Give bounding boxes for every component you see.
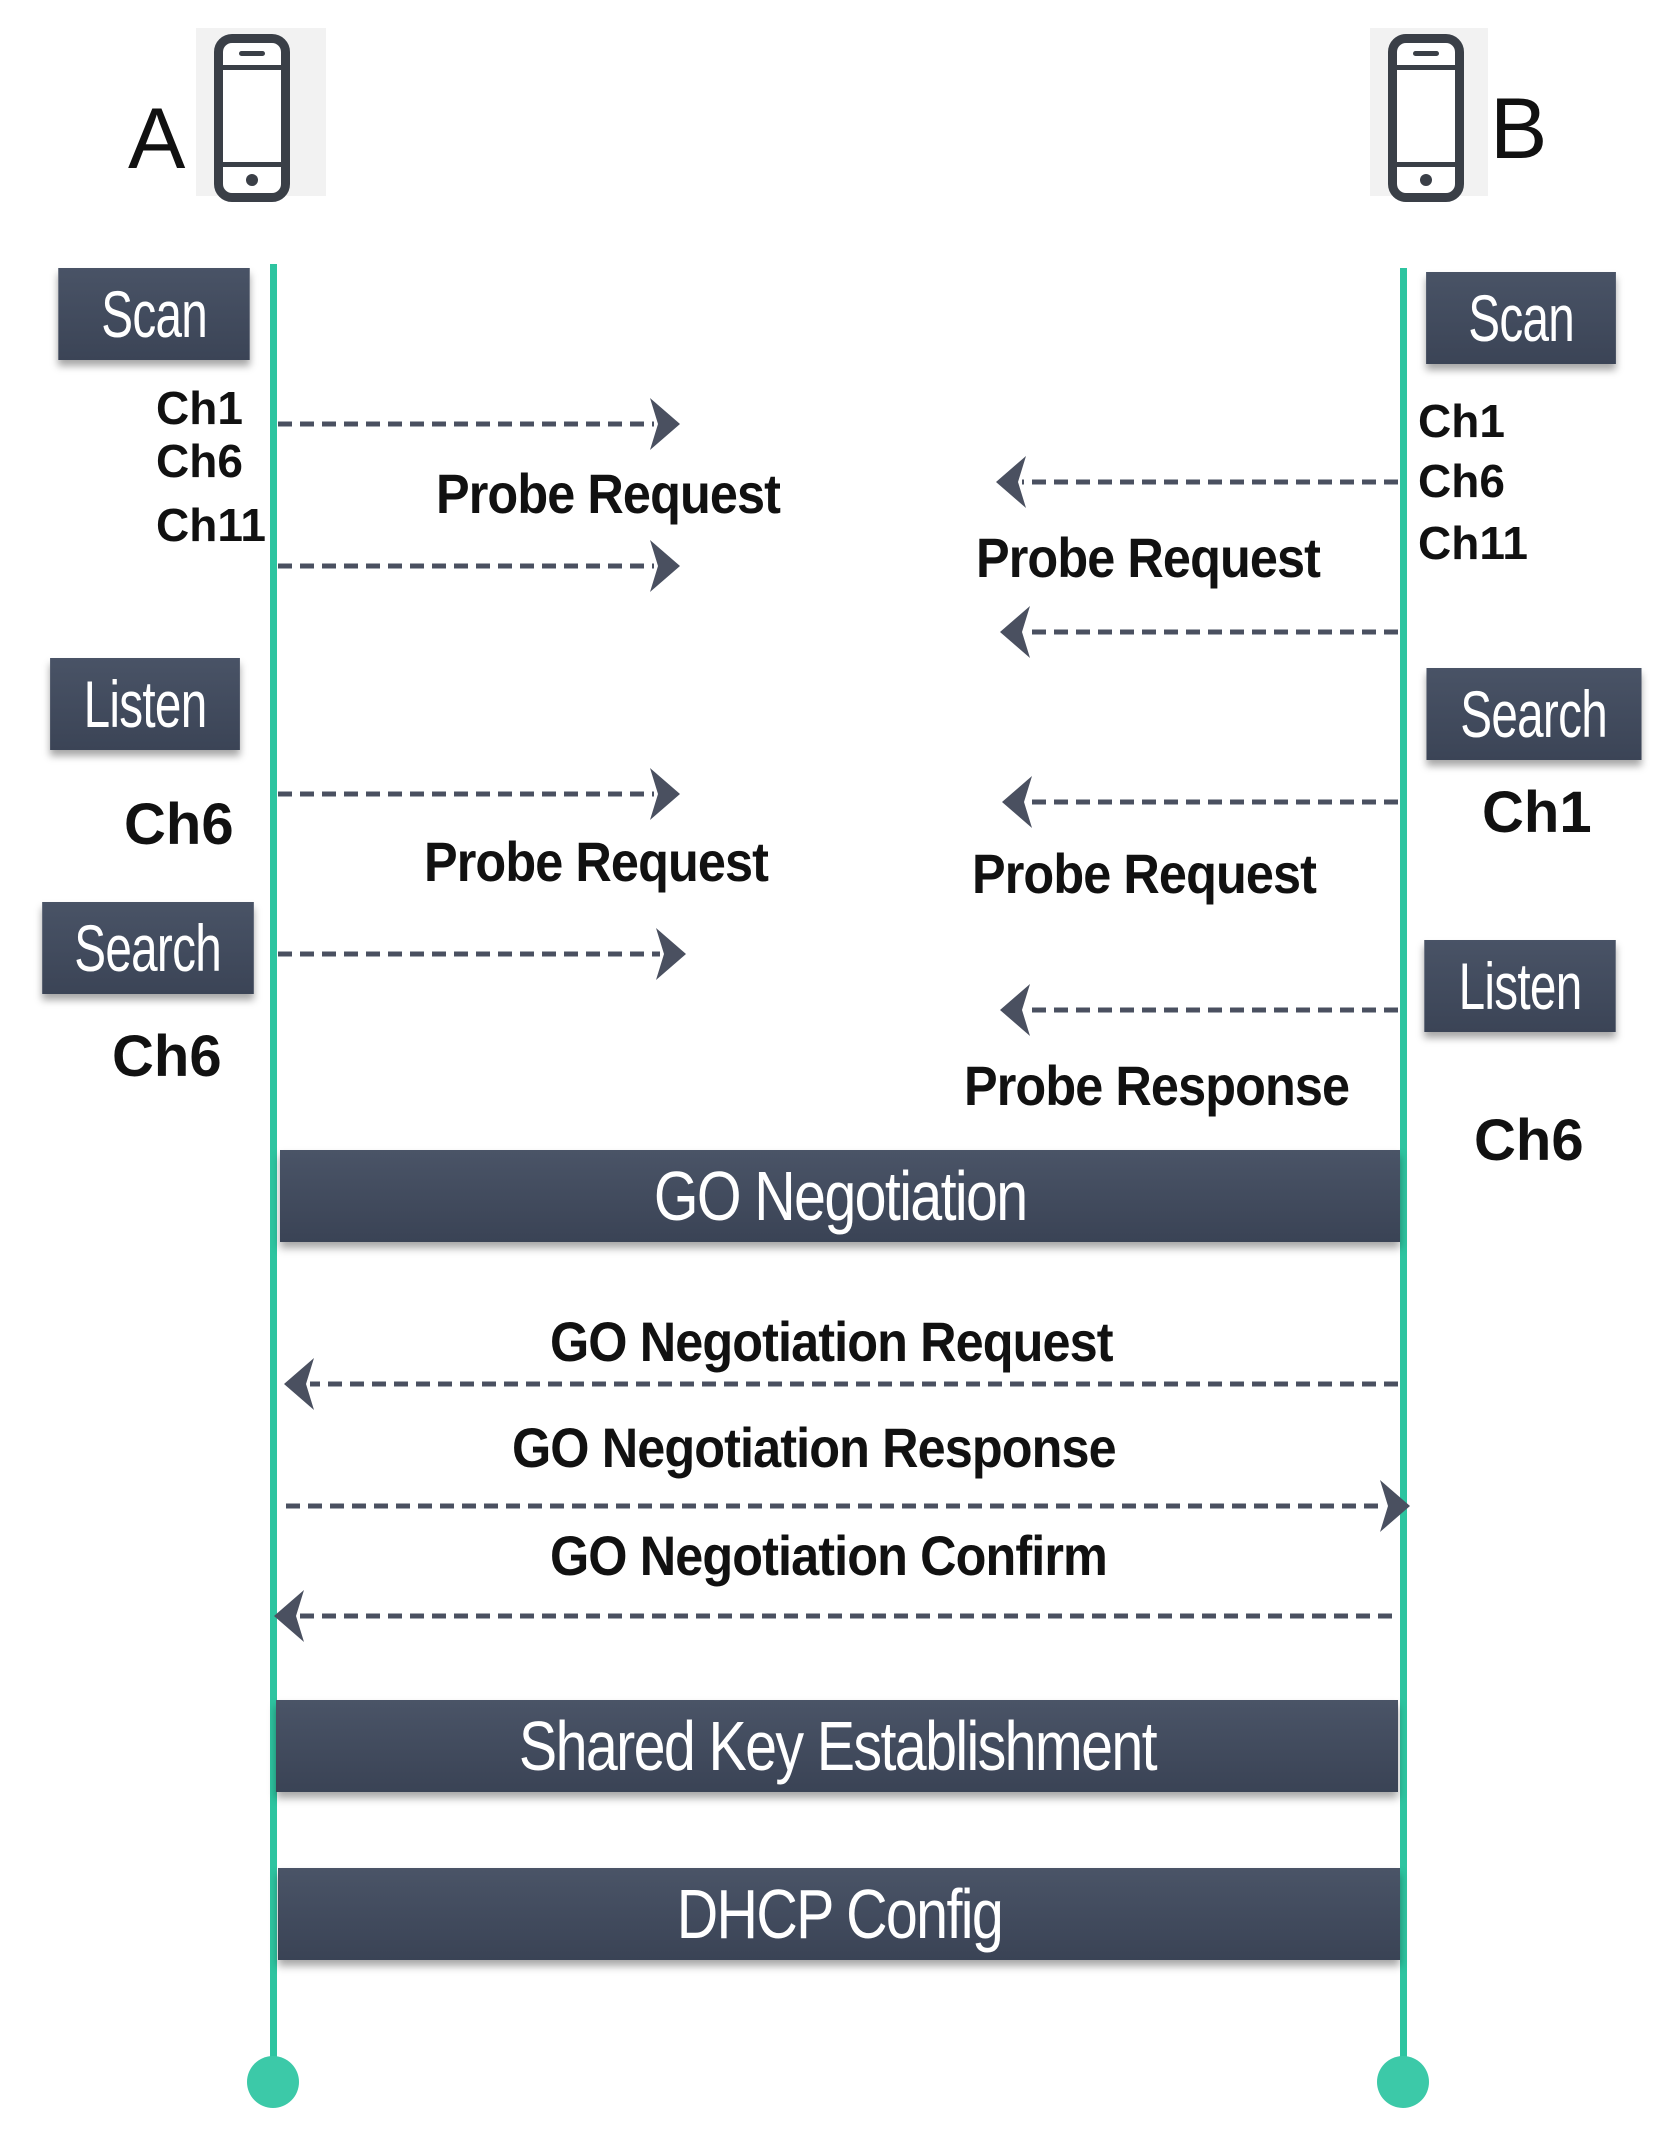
a-scan-box: Scan (58, 268, 250, 360)
go-confirm-label: GO Negotiation Confirm (550, 1524, 1108, 1587)
a-scan-ch11: Ch11 (156, 499, 266, 551)
arrow-go-response-head (1380, 1480, 1410, 1532)
a-scan-probe-label: Probe Request (436, 462, 781, 525)
lifeline-b (1400, 268, 1407, 2072)
device-b-label: B (1490, 81, 1548, 177)
b-listen-box: Listen (1424, 940, 1616, 1032)
arrow-a-scan-2-head (650, 540, 680, 592)
b-search-channel: Ch1 (1482, 780, 1592, 845)
b-scan-ch11: Ch11 (1418, 517, 1528, 569)
a-scan-ch1: Ch1 (156, 382, 243, 434)
a-search-box: Search (42, 902, 254, 994)
arrow-a-scan-1-head (650, 398, 680, 450)
probe-response-label: Probe Response (964, 1054, 1350, 1117)
arrow-b-search-head (1002, 776, 1032, 828)
arrow-go-request-head (284, 1358, 314, 1410)
a-listen-channel: Ch6 (124, 792, 234, 857)
shared-key-bar: Shared Key Establishment (276, 1700, 1398, 1792)
lifeline-b-end (1377, 2056, 1429, 2108)
device-a-phone (196, 28, 326, 202)
go-response-label: GO Negotiation Response (512, 1416, 1117, 1479)
lifeline-a-end (247, 2056, 299, 2108)
b-scan-ch1: Ch1 (1418, 395, 1505, 447)
go-request-label: GO Negotiation Request (550, 1310, 1114, 1373)
a-listen-box: Listen (50, 658, 240, 750)
a-search-channel: Ch6 (112, 1024, 222, 1089)
device-a-label: A (128, 91, 186, 187)
phone-icon (1388, 34, 1464, 202)
arrow-a-search-head (656, 928, 686, 980)
b-search-box: Search (1426, 668, 1642, 760)
lifeline-a (270, 264, 277, 2072)
b-search-probe-label: Probe Request (972, 842, 1317, 905)
phone-icon (214, 34, 290, 202)
device-b-phone (1370, 28, 1488, 202)
dhcp-config-bar: DHCP Config (278, 1868, 1400, 1960)
b-scan-ch6: Ch6 (1418, 455, 1505, 507)
arrow-a-listen-head (650, 768, 680, 820)
a-scan-ch6: Ch6 (156, 435, 243, 487)
b-listen-channel: Ch6 (1474, 1108, 1584, 1173)
go-negotiation-bar: GO Negotiation (280, 1150, 1400, 1242)
arrow-go-confirm-head (274, 1590, 304, 1642)
arrow-b-listen-head (1000, 984, 1030, 1036)
arrow-b-scan-1-head (996, 456, 1026, 508)
a-listen-probe-label: Probe Request (424, 830, 769, 893)
b-scan-probe-label: Probe Request (976, 526, 1321, 589)
arrow-b-scan-2-head (1000, 606, 1030, 658)
b-scan-box: Scan (1426, 272, 1616, 364)
